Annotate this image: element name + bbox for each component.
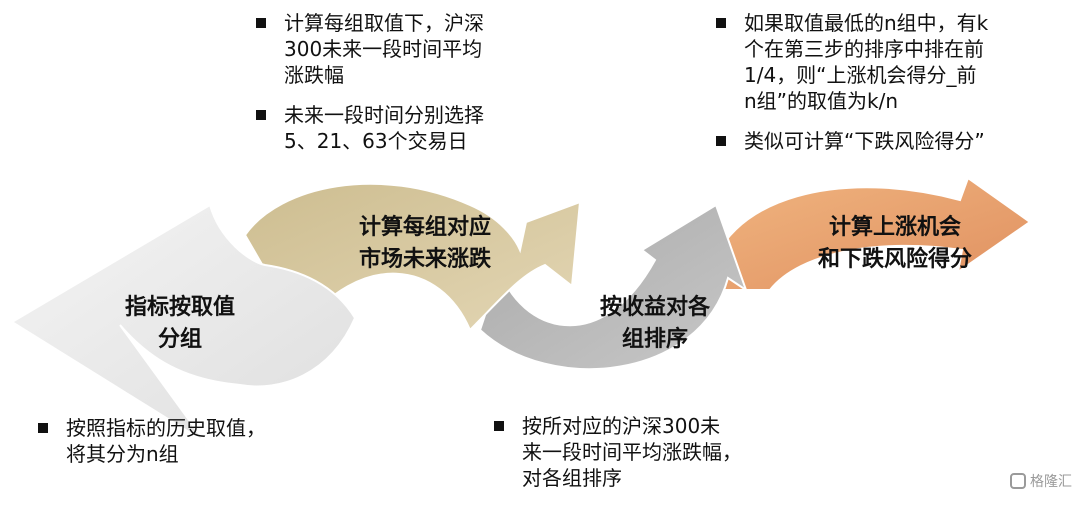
note-bullet: 按照指标的历史取值， 将其分为n组 [30,415,266,467]
note-bullet: 未来一段时间分别选择 5、21、63个交易日 [248,102,484,154]
step-1-notes: 按照指标的历史取值， 将其分为n组 [30,415,266,481]
step-2-notes: 计算每组取值下，沪深 300未来一段时间平均 涨跌幅 未来一段时间分别选择 5、… [248,10,484,168]
step-4-arrow [703,176,1032,291]
step-1-label: 指标按取值 分组 [124,295,235,352]
gezhi-logo-icon [1010,473,1026,489]
step-1-arrow [10,203,357,443]
step-3-label: 按收益对各 组排序 [599,295,710,352]
step-4-notes: 如果取值最低的n组中，有k 个在第三步的排序中排在前 1/4，则“上涨机会得分_… [708,10,988,168]
step-2-label: 计算每组对应 市场未来涨跌 [358,215,491,272]
step-3-notes: 按所对应的沪深300未 来一段时间平均涨跌幅， 对各组排序 [486,413,742,505]
note-bullet: 计算每组取值下，沪深 300未来一段时间平均 涨跌幅 [248,10,484,88]
note-bullet: 类似可计算“下跌风险得分” [708,128,988,154]
step-3-arrow [478,203,748,371]
step-4-label: 计算上涨机会 和下跌风险得分 [817,215,972,272]
watermark: 格隆汇 [1010,471,1072,491]
note-bullet: 按所对应的沪深300未 来一段时间平均涨跌幅， 对各组排序 [486,413,742,491]
note-bullet: 如果取值最低的n组中，有k 个在第三步的排序中排在前 1/4，则“上涨机会得分_… [708,10,988,114]
watermark-text: 格隆汇 [1030,474,1072,490]
